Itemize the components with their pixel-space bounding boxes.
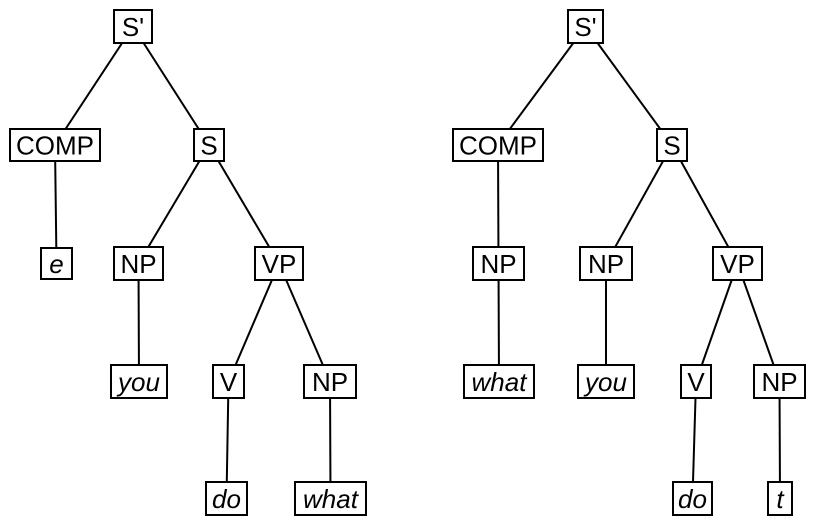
tree-node-box-what	[294, 481, 367, 516]
tree-node-label-vp: VP	[720, 249, 755, 279]
tree-edge-s-vp	[208, 144, 280, 265]
tree-edge-comp-np-wh	[497, 144, 500, 264]
tree-node-label-np-subj: NP	[588, 249, 624, 279]
tree-edge-s-bar-comp	[497, 25, 587, 146]
tree-node-box-np-subj	[113, 246, 164, 281]
tree-node-box-do	[205, 481, 248, 516]
tree-node-label-what: what	[472, 367, 529, 397]
tree-node-label-s: S	[200, 130, 217, 160]
tree-node-box-t	[767, 481, 793, 516]
tree-edge-s-bar-s	[132, 25, 210, 146]
tree-node-label-s-bar: S'	[122, 12, 144, 42]
tree-node-box-vp	[254, 246, 304, 281]
tree-edge-s-bar-comp	[54, 25, 134, 146]
tree-edge-comp-e	[54, 144, 58, 264]
tree-node-label-you: you	[583, 367, 627, 397]
tree-node-box-s	[656, 128, 688, 162]
tree-node-box-np-obj	[303, 364, 357, 399]
right-tree: S' COMP S NP NP VP what you V NP do t	[452, 9, 806, 516]
tree-node-box-v	[212, 364, 245, 399]
tree-edge-np-obj-t	[778, 381, 781, 499]
tree-node-box-s-bar	[113, 9, 153, 44]
tree-edge-v-do	[691, 381, 697, 499]
tree-edge-vp-v	[227, 263, 280, 382]
tree-node-label-np-obj: NP	[761, 367, 797, 397]
tree-edge-v-do	[225, 381, 230, 499]
tree-node-label-t: t	[776, 484, 785, 514]
tree-node-box-v	[680, 364, 712, 399]
tree-node-box-comp	[9, 128, 101, 162]
tree-node-label-e: e	[49, 249, 63, 279]
tree-node-box-you	[577, 364, 635, 399]
tree-node-label-you: you	[116, 367, 160, 397]
tree-node-label-comp: COMP	[459, 130, 537, 160]
tree-node-label-s: S	[663, 130, 680, 160]
tree-node-label-np-obj: NP	[312, 367, 348, 397]
tree-edge-np-obj-what	[329, 381, 332, 499]
tree-node-label-comp: COMP	[16, 130, 94, 160]
tree-edge-np-wh-what	[497, 263, 500, 382]
tree-edge-s-np-subj	[137, 144, 210, 265]
tree-node-label-v: V	[687, 367, 705, 397]
tree-edge-s-np-subj	[605, 144, 673, 264]
tree-node-label-do: do	[678, 484, 707, 514]
tree-node-box-s	[193, 128, 225, 162]
tree-node-box-comp	[452, 128, 544, 162]
tree-node-label-do: do	[212, 484, 241, 514]
tree-node-label-vp: VP	[262, 249, 297, 279]
tree-edge-s-bar-s	[584, 25, 673, 146]
tree-edge-s-vp	[671, 144, 739, 264]
tree-edge-vp-np-obj	[736, 263, 781, 382]
tree-node-label-np-wh: NP	[480, 249, 516, 279]
tree-node-box-you	[110, 364, 168, 399]
tree-node-label-v: V	[220, 367, 238, 397]
tree-node-box-np-obj	[753, 364, 806, 399]
tree-node-box-what	[463, 364, 535, 399]
tree-edge-np-subj-you	[137, 263, 140, 382]
tree-node-label-s-bar: S'	[574, 12, 596, 42]
tree-node-box-do	[672, 481, 713, 516]
tree-node-box-s-bar	[567, 9, 604, 44]
tree-node-box-e	[40, 247, 73, 280]
tree-node-label-np-subj: NP	[120, 249, 156, 279]
tree-node-box-vp	[712, 246, 763, 281]
tree-node-box-np-wh	[472, 246, 525, 281]
tree-edge-vp-np-obj	[278, 263, 331, 382]
tree-edge-vp-v	[695, 263, 739, 382]
tree-node-label-what: what	[303, 484, 360, 514]
tree-node-box-np-subj	[579, 246, 633, 281]
